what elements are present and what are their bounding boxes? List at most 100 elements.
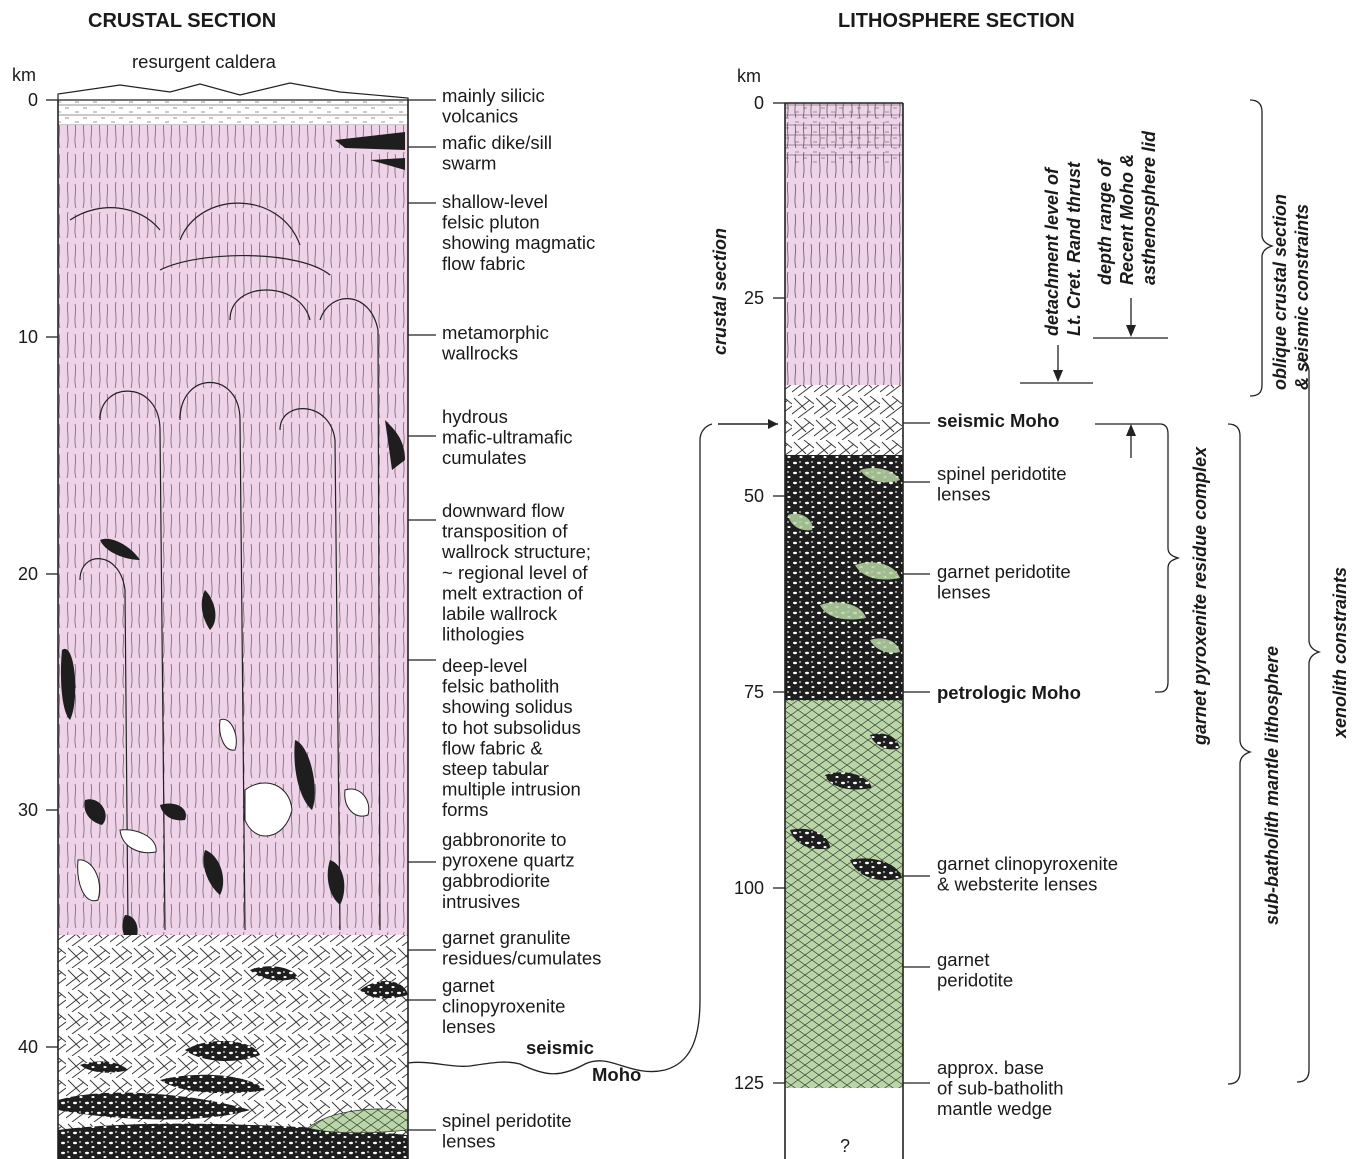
crustal-seismic-moho-label-2: Moho [592, 1064, 641, 1085]
depth-range-arrowhead-up [1126, 424, 1136, 436]
crustal-annotation-line: lenses [442, 1131, 495, 1152]
xenolith-bracket [1297, 360, 1319, 1082]
litho-annotation-line: garnet clinopyroxenite [937, 853, 1118, 874]
litho-annotation-line: lenses [937, 484, 990, 505]
crustal-tick-label: 0 [28, 90, 38, 110]
crustal-annotation-line: clinopyroxenite [442, 996, 565, 1017]
crustal-tick-label: 40 [18, 1037, 38, 1057]
litho-annotation-line: lenses [937, 582, 990, 603]
litho-annotation-labels: seismic Mohospinel peridotitelensesgarne… [903, 410, 1118, 1119]
litho-annotation-line: peridotite [937, 970, 1013, 991]
crustal-annotation-line: hydrous [442, 406, 508, 427]
crustal-tick-label: 10 [18, 327, 38, 347]
crustal-annotation-line: deep-level [442, 655, 527, 676]
crustal-section-title: CRUSTAL SECTION [88, 10, 276, 32]
lithosphere-section-title: LITHOSPHERE SECTION [838, 10, 1075, 32]
crustal-annotation-line: cumulates [442, 447, 526, 468]
crustal-annotation-line: downward flow [442, 500, 565, 521]
litho-annotation-line: spinel peridotite [937, 463, 1067, 484]
litho-tick-label: 100 [734, 878, 764, 898]
crustal-annotation-line: garnet [442, 975, 494, 996]
crustal-annotation-line: residues/cumulates [442, 948, 601, 969]
litho-volcanic-pattern [785, 103, 903, 163]
litho-annotation-line: approx. base [937, 1057, 1044, 1078]
crustal-annotation-line: steep tabular [442, 758, 549, 779]
unknown-depth-mark: ? [840, 1136, 850, 1156]
sub-batholith-bracket [1228, 424, 1250, 1084]
crustal-annotation-line: flow fabric & [442, 737, 543, 758]
crustal-annotation-line: lenses [442, 1016, 495, 1037]
crustal-annotation-line: swarm [442, 153, 496, 174]
oblique-crustal-bracket-label-2: & seismic constraints [1292, 204, 1312, 390]
sub-batholith-bracket-label: sub-batholith mantle lithosphere [1262, 646, 1282, 925]
crustal-annotation-line: mafic dike/sill [442, 132, 552, 153]
crustal-annotation-line: labile wallrock [442, 603, 558, 624]
oblique-crustal-bracket-label-1: oblique crustal section [1270, 194, 1290, 390]
litho-annotation-line: petrologic Moho [937, 682, 1081, 703]
depth-range-label-1: depth range of [1095, 158, 1115, 285]
crustal-annotation-line: garnet granulite [442, 927, 571, 948]
crustal-annotation-line: wallrock structure; [441, 541, 591, 562]
resurgent-caldera-label: resurgent caldera [132, 51, 277, 72]
crustal-annotation-line: shallow-level [442, 191, 548, 212]
crustal-annotation-line: gabbrodiorite [442, 870, 550, 891]
crustal-annotation-line: melt extraction of [442, 582, 584, 603]
crustal-annotation-line: mainly silicic [442, 85, 545, 106]
litho-annotation-line: of sub-batholith [937, 1078, 1064, 1099]
crustal-annotation-line: spinel peridotite [442, 1110, 572, 1131]
caldera-surface [58, 83, 408, 100]
crustal-annotation-line: metamorphic [442, 322, 549, 343]
litho-km-unit: km [737, 66, 761, 86]
litho-depth-axis: 0 25 50 75 100 125 [734, 93, 785, 1093]
lithosphere-column [785, 103, 903, 1159]
litho-tick-label: 25 [744, 288, 764, 308]
crustal-km-unit: km [12, 65, 36, 85]
crustal-tick-label: 30 [18, 800, 38, 820]
litho-tick-label: 75 [744, 682, 764, 702]
crustal-annotation-labels: mainly silicicvolcanics mafic dike/sillsw… [408, 85, 601, 1152]
garnet-pyroxenite-bracket-label: garnet pyroxenite residue complex [1190, 446, 1210, 746]
depth-range-label-3: asthenosphere lid [1139, 130, 1159, 285]
crustal-section-side-label: crustal section [710, 228, 730, 355]
crustal-annotation-line: flow fabric [442, 253, 525, 274]
crustal-annotation-line: forms [442, 799, 488, 820]
crustal-annotation-line: intrusives [442, 891, 520, 912]
crustal-annotation-line: to hot subsolidus [442, 717, 581, 738]
litho-annotation-line: garnet peridotite [937, 561, 1071, 582]
crustal-annotation-line: showing magmatic [442, 232, 595, 253]
litho-tick-label: 50 [744, 486, 764, 506]
litho-annotation-line: garnet [937, 949, 989, 970]
crustal-annotation-line: transposition of [442, 521, 568, 542]
crustal-seismic-moho-label: seismic [526, 1037, 594, 1058]
litho-annotation-line: & websterite lenses [937, 874, 1097, 895]
crustal-annotation-line: pyroxene quartz [442, 850, 575, 871]
litho-tick-label: 125 [734, 1073, 764, 1093]
litho-granulite-pattern [785, 385, 903, 457]
crustal-annotation-line: felsic batholith [442, 676, 559, 697]
depth-range-arrowhead-down [1126, 325, 1136, 337]
crustal-annotation-line: felsic pluton [442, 212, 540, 233]
crustal-annotation-line: showing solidus [442, 696, 573, 717]
crustal-column [58, 83, 408, 1159]
detachment-arrowhead [1053, 370, 1063, 382]
oblique-crustal-bracket [1250, 100, 1272, 396]
xenolith-bracket-label: xenolith constraints [1330, 567, 1350, 739]
crustal-depth-axis: 0 10 20 30 40 [18, 90, 58, 1057]
litho-tick-label: 0 [754, 93, 764, 113]
crustal-annotation-line: mafic-ultramafic [442, 427, 573, 448]
litho-annotation-line: mantle wedge [937, 1098, 1052, 1119]
garnet-peridotite-pattern [785, 700, 903, 1088]
detachment-label-2: Lt. Cret. Rand thrust [1064, 161, 1084, 336]
crustal-annotation-line: multiple intrusion [442, 779, 581, 800]
crustal-annotation-line: wallrocks [441, 343, 518, 364]
crustal-tick-label: 20 [18, 564, 38, 584]
crustal-annotation-line: volcanics [442, 106, 518, 127]
detachment-label-1: detachment level of [1042, 166, 1062, 336]
crustal-annotation-line: ~ regional level of [442, 562, 588, 583]
crustal-annotation-line: gabbronorite to [442, 829, 566, 850]
depth-range-label-2: Recent Moho & [1117, 154, 1137, 285]
litho-annotation-line: seismic Moho [937, 410, 1059, 431]
seismic-moho-arrowhead [768, 419, 778, 429]
